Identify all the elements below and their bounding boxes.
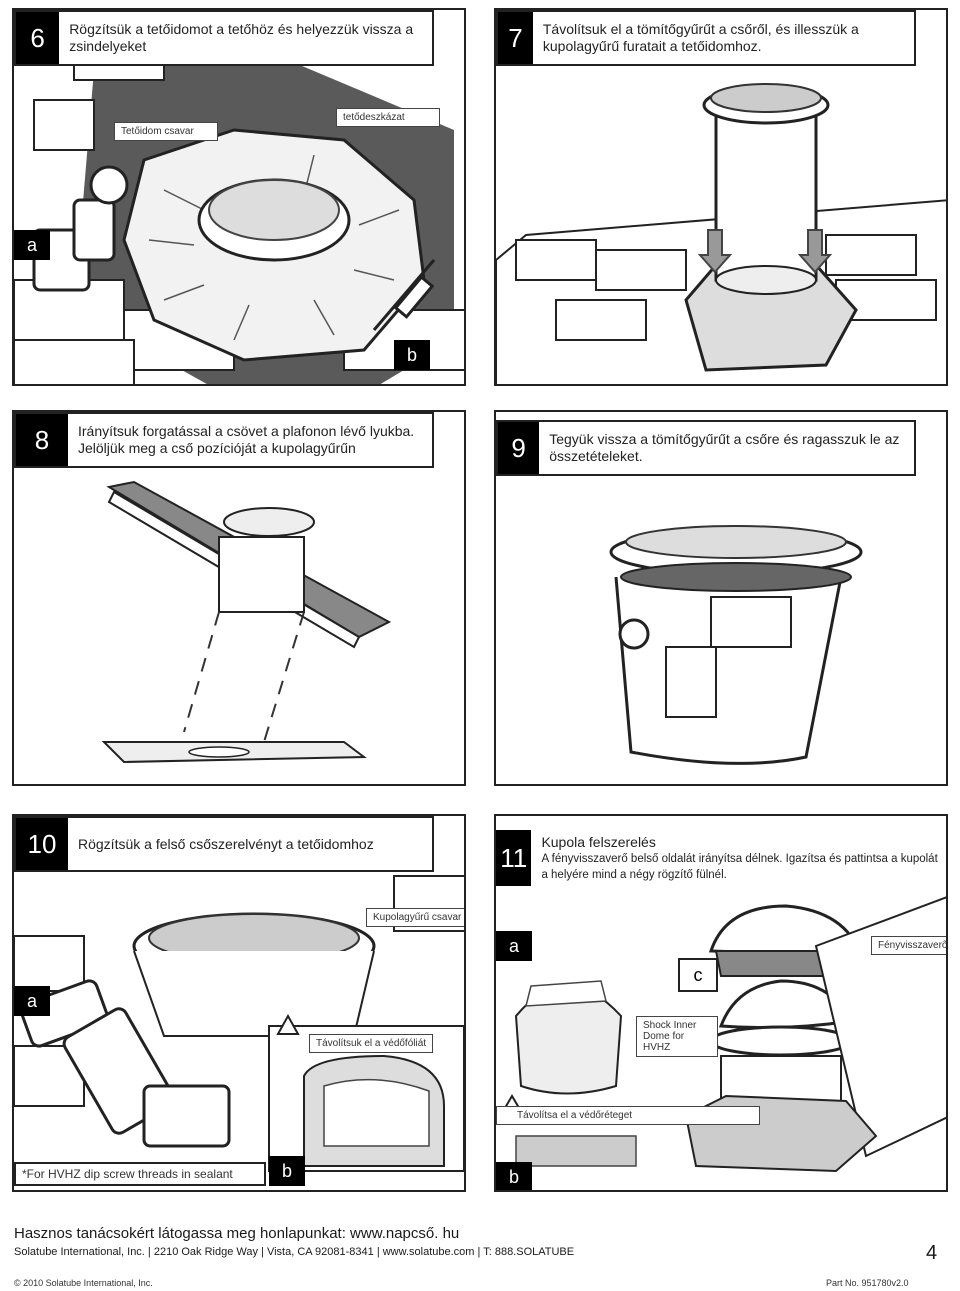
step-8-panel: 8 Irányítsuk forgatással a csövet a plaf… [12,410,466,786]
step-6-text: Rögzítsük a tetőidomot a tetőhöz és hely… [69,21,414,54]
step-7-text: Távolítsuk el a tömítőgyűrűt a csőről, é… [542,21,859,54]
step-6-tag-a: a [14,230,50,260]
part-number: Part No. 951780v2.0 [826,1278,909,1288]
footer-address: Solatube International, Inc. | 2210 Oak … [14,1246,575,1258]
step-10-header: 10 Rögzítsük a felső csőszerelvényt a te… [14,816,434,872]
step-7-header: 7 Távolítsuk el a tömítőgyűrűt a csőről,… [496,10,916,66]
step-11-label-shock-dome: Shock Inner Dome for HVHZ [636,1016,718,1057]
step-6-label-screw: Tetőidom csavar [114,122,218,141]
step-8-text-line2: Jelöljük meg a cső pozícióját a kupolagy… [78,440,356,456]
step-10-hvhz-note: *For HVHZ dip screw threads in sealant [14,1162,266,1186]
step-10-label-ring-screw: Kupolagyűrű csavar [366,908,464,927]
step-6-illustration [14,39,464,384]
step-9-number: 9 [498,422,540,474]
step-11-label-remove-layer: Távolítsa el a védőréteget [496,1106,760,1125]
step-11-label-reflector: Fényvisszaverő [871,936,946,955]
step-6-panel: 6 Rögzítsük a tetőidomot a tetőhöz és he… [12,8,466,386]
step-8-text-line1: Irányítsuk forgatással a csövet a plafon… [78,423,415,439]
step-11-text-block: Kupola felszerelés A fényvisszaverő bels… [531,833,946,883]
step-11-illustration [500,896,946,1173]
step-9-text: Tegyük vissza a tömítőgyűrűt a csőre és … [549,431,900,464]
step-11-tag-c: c [678,958,718,992]
step-9-header: 9 Tegyük vissza a tömítőgyűrűt a csőre é… [496,420,916,476]
step-8-illustration [101,480,392,764]
step-6-label-deck: tetődeszkázat [336,108,440,127]
step-11-number: 11 [496,830,532,886]
footer-website-text: Hasznos tanácsokért látogassa meg honlap… [14,1225,460,1242]
step-11-header: 11 Kupola felszerelés A fényvisszaverő b… [496,824,946,892]
step-10-label-remove-film: Távolítsuk el a védőfóliát [309,1034,434,1053]
step-8-text: Irányítsuk forgatással a csövet a plafon… [68,423,424,457]
step-10-tag-b: b [269,1156,305,1186]
step-7-number: 7 [498,12,533,64]
step-10-panel: 10 Rögzítsük a felső csőszerelvényt a te… [12,814,466,1192]
step-6-header: 6 Rögzítsük a tetőidomot a tetőhöz és he… [14,10,434,66]
step-6-number: 6 [16,12,60,64]
step-8-header: 8 Irányítsuk forgatással a csövet a plaf… [14,412,434,468]
step-11-tag-a: a [496,931,532,961]
step-11-panel: 11 Kupola felszerelés A fényvisszaverő b… [494,814,948,1192]
step-7-illustration [496,83,946,384]
step-11-title: Kupola felszerelés [541,833,656,850]
step-9-panel: 9 Tegyük vissza a tömítőgyűrűt a csőre é… [494,410,948,786]
step-10-illustration [14,875,464,1172]
step-10-text: Rögzítsük a felső csőszerelvényt a tetői… [78,835,374,852]
step-6-tag-b: b [394,340,430,370]
step-7-panel: 7 Távolítsuk el a tömítőgyűrűt a csőről,… [494,8,948,386]
step-8-number: 8 [16,414,68,466]
step-10-tag-a: a [14,986,50,1016]
page-number: 4 [926,1242,938,1264]
step-9-illustration [609,525,863,765]
step-11-tag-b: b [496,1162,532,1190]
step-11-text: A fényvisszaverő belső oldalát irányítsa… [541,852,938,881]
step-10-number: 10 [16,818,68,870]
copyright: © 2010 Solatube International, Inc. [14,1278,153,1288]
